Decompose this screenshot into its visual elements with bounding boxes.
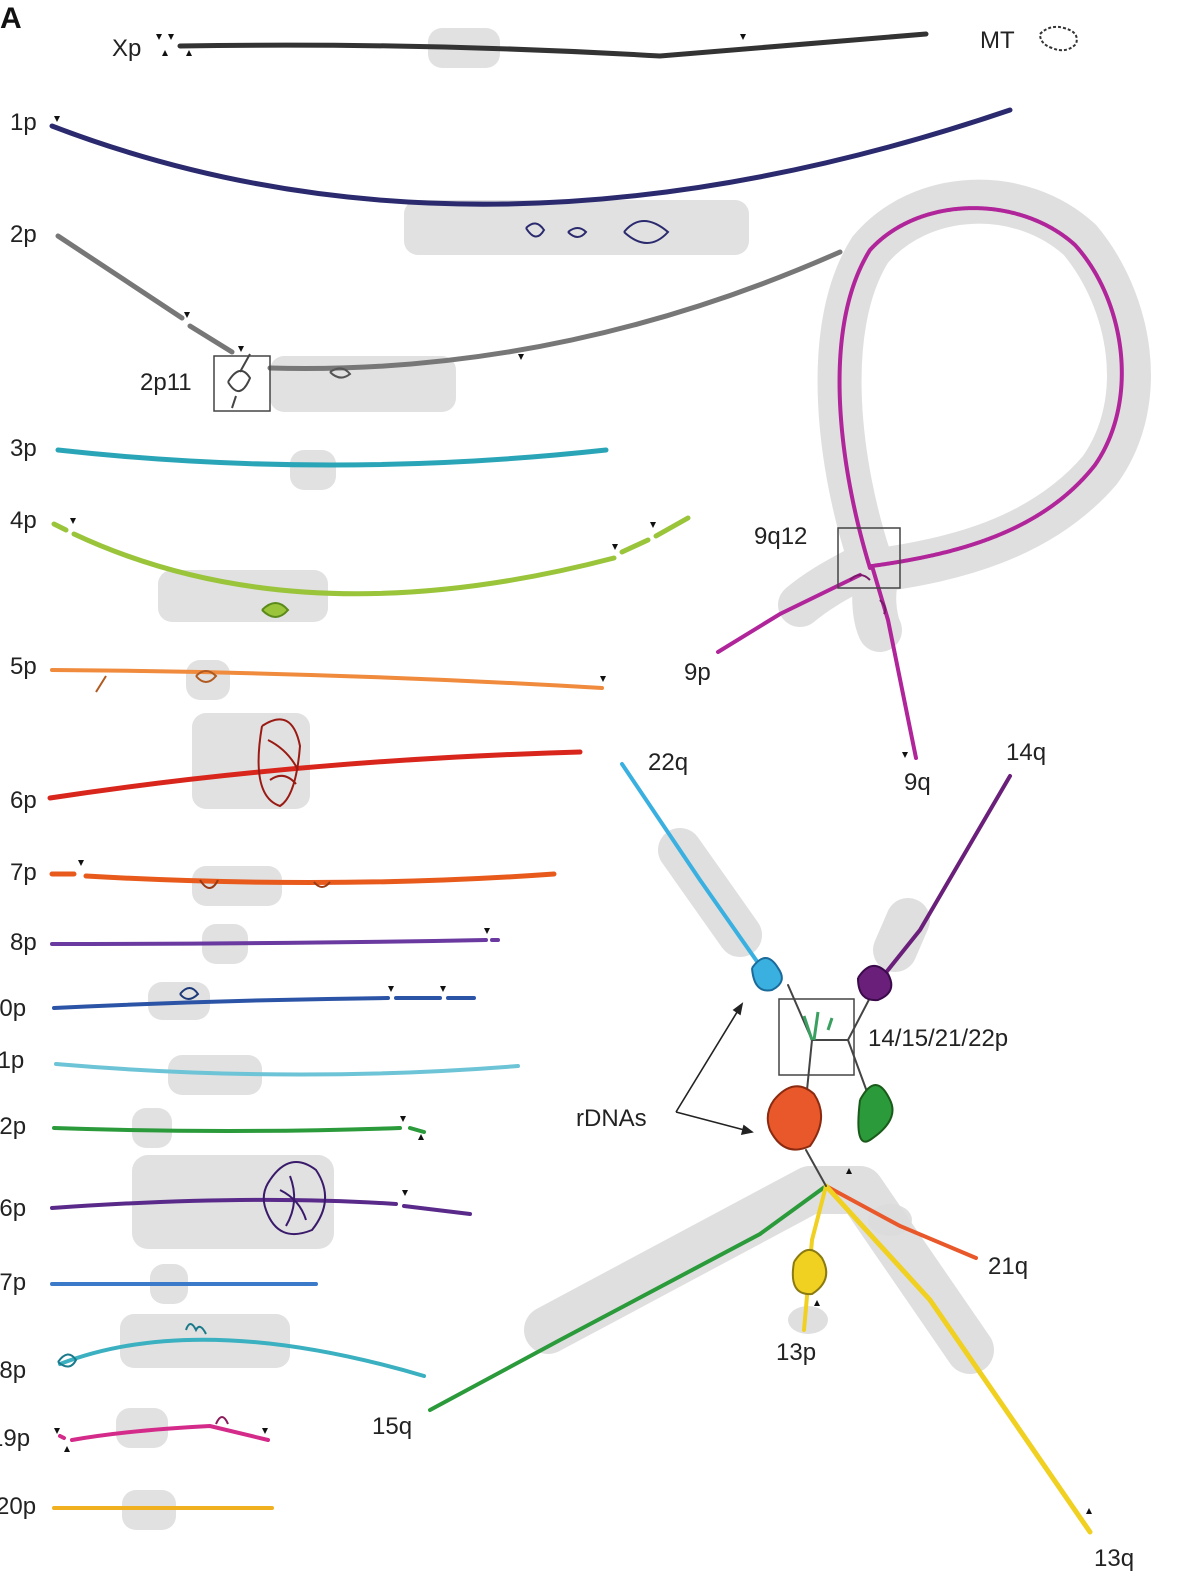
label-mt: MT [980,27,1015,54]
label-20p: 20p [0,1493,36,1520]
path-13q [823,1183,1093,1535]
path-2p-b [267,249,843,371]
telomere-markers [54,34,1092,1514]
label-acro: 14/15/21/22p [868,1025,1008,1052]
label-10p: 10p [0,995,26,1022]
path-9p [716,573,862,654]
path-8p [50,938,500,946]
path-15q [428,1184,828,1412]
label-17p: 17p [0,1269,26,1296]
panel-label: A [0,2,22,35]
path-3p [55,447,609,468]
path-1p [49,107,1013,207]
label-15q: 15q [372,1413,412,1440]
zoom-boxes [213,355,901,1076]
path-5p [50,668,604,690]
chromosome-paths [47,31,1124,1535]
label-4p: 4p [10,507,37,534]
label-xp: Xp [112,35,141,62]
path-21q [824,1184,978,1260]
label-16p: 16p [0,1195,26,1222]
path-2p [55,233,235,355]
path-9-loop [837,206,1124,570]
label-11p: 11p [0,1047,24,1074]
label-12p: 12p [0,1113,26,1140]
label-3p: 3p [10,435,37,462]
path-6p [47,749,583,801]
label-13q: 13q [1094,1545,1134,1572]
label-2p: 2p [10,221,37,248]
label-1p: 1p [10,109,37,136]
label-7p: 7p [10,859,37,886]
path-4p [51,515,691,597]
label-8p: 8p [10,929,37,956]
label-rdnas: rDNAs [576,1105,647,1132]
label-22q: 22q [648,749,688,776]
path-13p [802,1184,828,1332]
label-19p: 19p [0,1425,30,1452]
path-10p [52,996,476,1010]
path-xp [177,31,929,59]
path-11p [54,1062,520,1077]
tangles [57,220,887,1425]
label-5p: 5p [10,653,37,680]
label-13p: 13p [776,1339,816,1366]
path-12p [52,1126,426,1134]
label-6p: 6p [10,787,37,814]
label-18p: 18p [0,1357,26,1384]
rdna-clusters [751,957,894,1296]
rdna-arrows [675,1002,754,1136]
labels: Xp MT 1p 2p 2p11 3p 4p 5p 6p 7p 8p 10p 1… [0,27,1134,1572]
label-9p: 9p [684,659,711,686]
label-14q: 14q [1006,739,1046,766]
label-2p11: 2p11 [140,369,192,396]
label-21q: 21q [988,1253,1028,1280]
path-7p [49,871,557,886]
path-22q [620,762,772,982]
path-16p [50,1197,472,1216]
label-9q: 9q [904,769,931,796]
label-9q12: 9q12 [754,523,807,550]
path-9q [870,564,918,760]
path-18p [58,1337,426,1378]
path-19p [58,1423,270,1442]
mt-graph [1039,25,1078,52]
path-14q [870,774,1012,992]
